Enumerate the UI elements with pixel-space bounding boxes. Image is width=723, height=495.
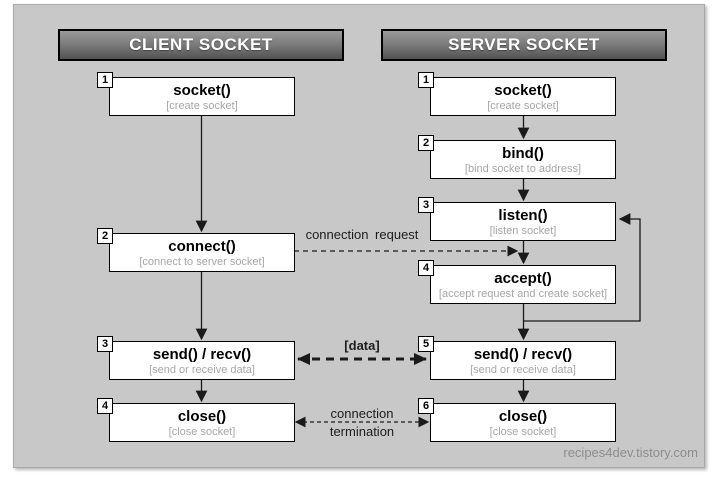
step-title: accept() [494,269,552,287]
client-step-socket: 1 socket() [create socket] [97,72,295,116]
step-subtitle: [connect to server socket] [139,255,265,268]
connection-request-label: connection request [305,227,419,242]
step-subtitle: [bind socket to address] [464,162,582,175]
server-step-socket: 1 socket() [create socket] [418,72,616,116]
step-title: socket() [494,81,552,99]
connection-termination-label-line1: connection [330,406,394,421]
step-title: send() / recv() [152,345,252,363]
server-step-close: 6 close() [close socket] [418,398,616,442]
step-title: close() [177,407,227,425]
step-subtitle: [send or receive data] [149,363,255,376]
step-title: listen() [498,206,548,224]
server-socket-header: SERVER SOCKET [381,29,667,61]
step-number-badge: 3 [418,197,434,213]
server-step-send-recv: 5 send() / recv() [send or receive data] [418,336,616,380]
step-title: socket() [173,81,231,99]
step-number-badge: 1 [97,72,113,88]
step-subtitle: [create socket] [487,99,559,112]
step-title: connect() [168,237,236,255]
step-number-badge: 1 [418,72,434,88]
step-number-badge: 6 [418,398,434,414]
step-subtitle: [send or receive data] [470,363,576,376]
step-number-badge: 4 [418,260,434,276]
client-step-send-recv: 3 send() / recv() [send or receive data] [97,336,295,380]
server-step-listen: 3 listen() [listen socket] [418,197,616,241]
server-socket-header-label: SERVER SOCKET [448,35,600,54]
server-step-accept: 4 accept() [accept request and create so… [418,260,616,304]
step-number-badge: 2 [97,228,113,244]
step-number-badge: 2 [418,135,434,151]
server-step-bind: 2 bind() [bind socket to address] [418,135,616,179]
step-subtitle: [close socket] [168,425,236,438]
step-title: close() [498,407,548,425]
step-number-badge: 3 [97,336,113,352]
diagram-panel: CLIENT SOCKET SERVER SOCKET 1 socket() [… [13,4,705,468]
step-number-badge: 4 [97,398,113,414]
step-title: send() / recv() [473,345,573,363]
client-socket-header: CLIENT SOCKET [58,29,344,61]
step-subtitle: [listen socket] [489,224,557,237]
client-step-connect: 2 connect() [connect to server socket] [97,228,295,272]
step-subtitle: [create socket] [166,99,238,112]
step-number-badge: 5 [418,336,434,352]
step-title: bind() [502,144,544,162]
client-socket-header-label: CLIENT SOCKET [129,35,273,54]
data-label: [data] [344,338,380,353]
watermark: recipes4dev.tistory.com [563,445,698,460]
step-subtitle: [close socket] [489,425,557,438]
step-subtitle: [accept request and create socket] [438,287,608,300]
connection-termination-label-line2: termination [329,424,395,439]
client-step-close: 4 close() [close socket] [97,398,295,442]
